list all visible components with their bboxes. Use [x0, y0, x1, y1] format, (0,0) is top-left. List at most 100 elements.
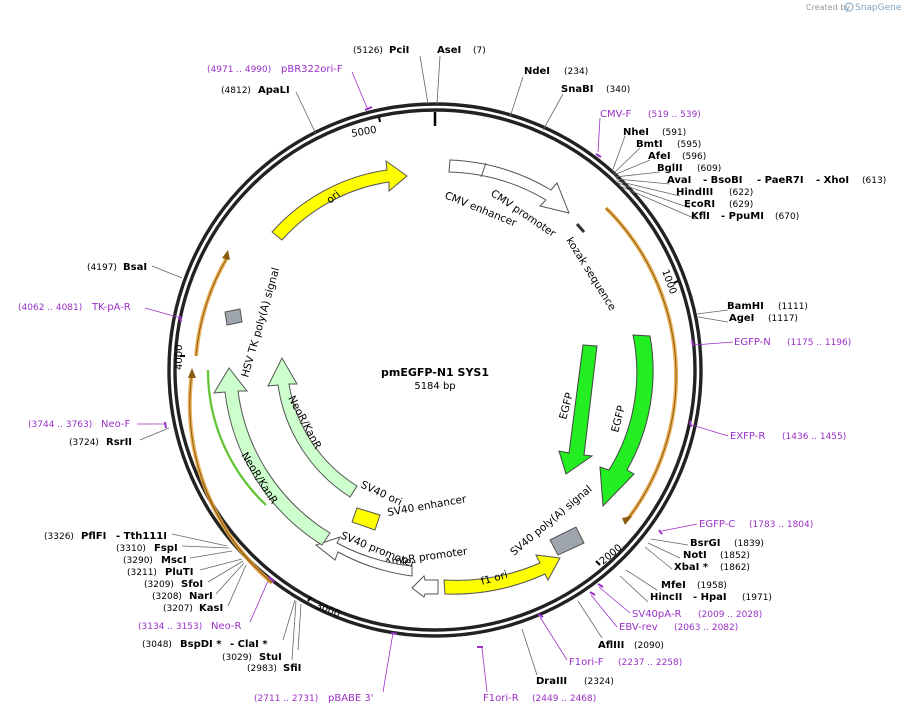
enzyme-noti: NotI	[683, 550, 707, 561]
primer-f1ori-f: F1ori-F	[569, 657, 604, 668]
enzyme-rsrii: RsrII	[106, 437, 132, 448]
primer-range-ebv-rev: (2063 .. 2082)	[674, 623, 738, 633]
enzyme-bsobi: - BsoBI	[703, 175, 742, 186]
primer-range-f1ori-f: (2237 .. 2258)	[618, 658, 682, 668]
enzyme-avai: AvaI	[667, 175, 691, 186]
egfp-feature-2	[599, 334, 654, 508]
enzyme-sfoi: SfoI	[181, 579, 203, 590]
enzyme-ecori: EcoRI	[684, 199, 715, 210]
enzyme-paer7i: - PaeR7I	[757, 175, 804, 186]
enzyme-pos-bsai: (4197)	[87, 263, 117, 273]
enzyme-pos-rsrii: (3724)	[69, 438, 99, 448]
primer-range-pbr322ori-f: (4971 .. 4990)	[207, 65, 271, 75]
ampr-promoter-feature	[411, 575, 439, 598]
enzyme-pos-bsrgi: (1839)	[734, 539, 764, 549]
enzyme-apali: ApaLI	[258, 85, 290, 96]
enzyme-afei: AfeI	[648, 151, 671, 162]
enzyme-pflfi: PflFI	[81, 531, 106, 542]
primer-range-sv40pa-r: (2009 .. 2028)	[698, 610, 762, 620]
primer-f1ori-r: F1ori-R	[483, 693, 519, 704]
enzyme-hpai: - HpaI	[693, 592, 727, 603]
enzyme-afliii: AflIII	[598, 640, 624, 651]
enzyme-pos-pcii: (5126)	[353, 46, 383, 56]
sv40-polya-label: SV40 poly(A) signal	[508, 483, 594, 558]
sv40-polya-box	[549, 526, 585, 556]
enzyme-clai: - ClaI *	[230, 639, 268, 650]
egfp-feature-1	[558, 344, 598, 475]
enzyme-pos-fspi: (3310)	[116, 544, 146, 554]
enzyme-pos-ppumi: (670)	[775, 212, 799, 222]
egfp-label-1: EGFP	[557, 391, 576, 420]
primer-range-neo-f: (3744 .. 3763)	[28, 420, 92, 430]
enzyme-leaders	[139, 55, 729, 676]
enzyme-kasi: KasI	[199, 603, 223, 614]
primer-pbabe3: pBABE 3'	[328, 693, 374, 704]
primer-range-f1ori-r: (2449 .. 2468)	[532, 694, 596, 704]
tick-label-5000: 5000	[351, 125, 378, 140]
enzyme-pos-nari: (3208)	[152, 592, 182, 602]
backbone	[167, 102, 703, 638]
enzyme-pos-hpai: (1971)	[742, 593, 772, 603]
primer-tk-pa-r: TK-pA-R	[91, 302, 131, 313]
enzyme-fspi: FspI	[154, 543, 178, 554]
primer-range-tk-pa-r: (4062 .. 4081)	[18, 303, 82, 313]
tick-label-4000: 4000	[174, 345, 185, 370]
enzyme-kfli: KflI	[691, 211, 710, 222]
enzyme-agei: AgeI	[729, 313, 754, 324]
enzyme-pcii: PciI	[389, 45, 409, 56]
enzyme-pos-bmti: (595)	[677, 140, 701, 150]
enzyme-pos-afei: (596)	[682, 152, 706, 162]
enzyme-pos-ndei: (234)	[564, 67, 588, 77]
enzyme-nhei: NheI	[623, 127, 649, 138]
enzyme-pos-bglii: (609)	[697, 164, 721, 174]
ori-feature	[271, 159, 408, 241]
primer-range-cmv-f: (519 .. 539)	[648, 110, 701, 120]
enzyme-bspdi: BspDI *	[180, 639, 222, 650]
primer-exfp-r: EXFP-R	[730, 431, 765, 442]
tick-marks	[180, 112, 679, 602]
sv40-ori-box	[351, 507, 381, 531]
tick-label-2000: 2000	[598, 543, 625, 568]
kozak-label: kozak sequence	[563, 235, 618, 313]
primer-neo-f: Neo-F	[101, 419, 131, 430]
enzyme-pos-snabi: (340)	[606, 85, 630, 95]
enzyme-ppumi: - PpuMI	[721, 211, 764, 222]
enzyme-asei: AseI	[437, 45, 461, 56]
enzyme-pos-stui: (3029)	[222, 653, 252, 663]
enzyme-pos-hindiii: (622)	[729, 188, 753, 198]
primer-egfp-c: EGFP-C	[699, 519, 735, 530]
primer-range-neo-r: (3134 .. 3153)	[138, 622, 202, 632]
hsv-tk-label: HSV TK poly(A) signal	[239, 266, 282, 379]
snapgene-logo-icon	[844, 2, 854, 12]
enzyme-xbai: XbaI *	[674, 562, 709, 573]
enzyme-msci: MscI	[161, 555, 187, 566]
primer-range-egfp-c: (1783 .. 1804)	[749, 520, 813, 530]
enzyme-pos-xbai: (1862)	[720, 563, 750, 573]
enzyme-pos-afliii: (2090)	[634, 641, 664, 651]
orf-arcs	[187, 206, 679, 585]
plasmid-name: pmEGFP-N1 SYS1	[381, 366, 489, 379]
credit-brand: SnapGene	[855, 3, 902, 13]
primer-neo-r: Neo-R	[211, 621, 242, 632]
enzyme-bamhi: BamHI	[727, 301, 764, 312]
kozak-mark	[575, 223, 586, 233]
tick-label-3000: 3000	[314, 601, 342, 621]
enzyme-pos-kasi: (3207)	[163, 604, 193, 614]
enzyme-draiii: DraIII	[536, 676, 567, 687]
primer-cmv-f: CMV-F	[600, 109, 631, 120]
hsv-tk-box	[224, 308, 243, 326]
enzyme-pos-msci: (3290)	[123, 556, 153, 566]
enzyme-pos-sfoi: (3209)	[144, 580, 174, 590]
enzyme-pos-asei: (7)	[473, 46, 486, 56]
credit-text: Created by	[806, 3, 850, 12]
enzyme-bsrgi: BsrGI	[690, 538, 720, 549]
primer-egfp-n: EGFP-N	[734, 337, 771, 348]
enzyme-pos-nhei: (591)	[662, 128, 686, 138]
enzyme-pos-agei: (1117)	[768, 314, 798, 324]
enzyme-xhoi: - XhoI	[816, 175, 849, 186]
enzyme-pos-noti: (1852)	[720, 551, 750, 561]
neor-feature-1	[267, 356, 358, 498]
enzyme-pos-mfei: (1958)	[697, 581, 727, 591]
enzyme-pos-xhoi: (613)	[862, 176, 886, 186]
